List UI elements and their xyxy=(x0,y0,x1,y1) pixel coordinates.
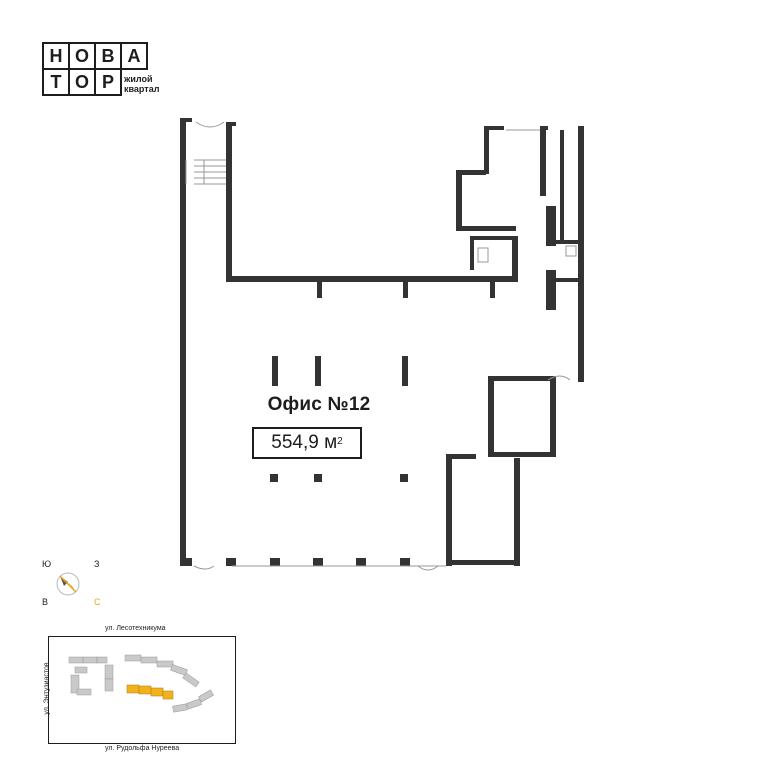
site-minimap: ул. Лесотехникума ул. Энтузиастов ул. Ру… xyxy=(44,625,236,752)
logo: Н О В А Т О Р жилой квартал xyxy=(42,42,159,96)
logo-row-2: Т О Р xyxy=(42,68,146,96)
logo-letter: А xyxy=(120,42,148,70)
office-title: Офис №12 xyxy=(267,394,371,415)
plan-walls xyxy=(180,118,584,566)
compass-label-yu: Ю xyxy=(42,559,52,569)
area-unit-sup: 2 xyxy=(337,435,343,447)
compass-label-v: В xyxy=(42,597,49,607)
street-label-left: ул. Энтузиастов xyxy=(43,662,51,715)
plan-fixtures xyxy=(185,121,577,571)
compass-needle-icon xyxy=(56,572,80,596)
area-value: 554,9 м xyxy=(271,432,338,453)
logo-letter: Р xyxy=(94,68,122,96)
compass-label-s: С xyxy=(94,597,101,607)
street-label-bottom: ул. Рудольфа Нуреева xyxy=(105,745,180,752)
logo-row-1: Н О В А xyxy=(42,42,148,70)
minimap-buildings xyxy=(68,654,214,713)
logo-subtitle: жилой квартал xyxy=(124,74,160,94)
compass-label-z: З xyxy=(94,559,100,569)
street-label-top: ул. Лесотехникума xyxy=(105,625,166,632)
compass: Ю З В С xyxy=(38,559,101,610)
